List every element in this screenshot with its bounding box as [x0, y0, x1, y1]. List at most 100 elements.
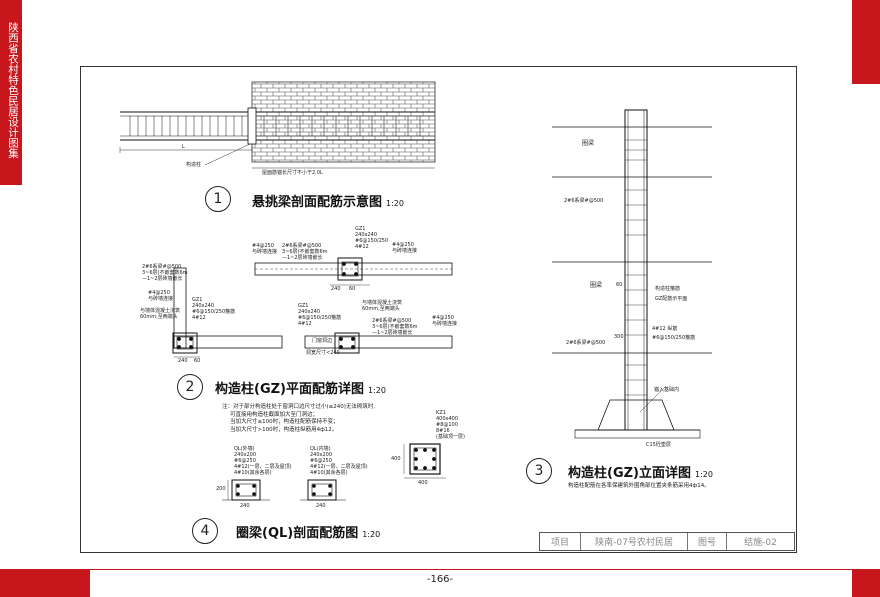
s2-gz-top-3: 4#12 [355, 244, 369, 250]
drawing-sheet [80, 66, 797, 553]
s4-ql-a-4: 4#10(其余各层) [234, 470, 272, 476]
s3-ring-label: 圈梁 [582, 140, 595, 147]
s4-ql-a-label: QL(外墙) 240x200 #6@250 4#12(一层、二层及屋顶) 4#1… [234, 446, 292, 476]
s2-left-c-0: 与墙体混凝土浇筑 [140, 308, 181, 314]
s2-left-bars-0: 2#6系梁#@500 [142, 264, 182, 270]
s2-gz-left-0: GZ1 [192, 297, 203, 303]
s4-dim-240-b: 240 [316, 503, 326, 509]
s2-bars-a-0: 2#6系梁#@500 [282, 243, 322, 249]
s3-lj-label: 4#12 纵筋 [652, 326, 678, 332]
s2-gz-top-label: GZ1 240x240 #6@150/250 4#12 [355, 226, 388, 250]
corner-block-bottom-right [852, 569, 880, 597]
s2-dim-240-top: 240 [331, 286, 341, 292]
s2-dim-60-top: 60 [349, 286, 356, 292]
s3-dim-300: 300 [614, 334, 624, 340]
s2-left-c-label: 与墙体混凝土浇筑 60mm,至两端头 [140, 308, 180, 320]
s4-ql-a-1: 240x200 [234, 452, 257, 458]
s4-kz-1: 400x400 [436, 416, 459, 422]
corner-block-bottom-left [0, 569, 90, 597]
s4-ql-b-4: 4#10(其余各层) [310, 470, 348, 476]
s2-bars-a-label: 2#6系梁#@500 3~6层(不嵌套数6m —1~2层砖墙嵌长 [282, 243, 328, 261]
tb-project-value: 陕南-07号农村民居 [581, 533, 688, 550]
s2-gz-mid-label: GZ1 240x240 #6@150/250箍筋 4#12 [298, 303, 341, 327]
section4-number: 4 [192, 518, 218, 544]
section2-scale: 1:20 [367, 386, 386, 395]
section3-number: 3 [526, 458, 552, 484]
s2-door-label: 门窗洞边 [312, 338, 333, 344]
section1-drawing [119, 81, 436, 169]
s2-bars-a-2: —1~2层砖墙嵌长 [282, 255, 323, 261]
section2-title-text: 构造柱(GZ)平面配筋详图 [215, 382, 364, 397]
s3-bar-a-label: 2#6系梁#@500 [564, 198, 604, 204]
s4-ql-b-2: #6@250 [310, 458, 332, 464]
s3-base-label: C15砼垫层 [646, 442, 671, 448]
section3-scale: 1:20 [694, 470, 713, 479]
section1-number: 1 [205, 186, 231, 212]
s4-ql-b-label: QL(内墙) 240x200 #6@250 4#12(一层、二层及屋顶) 4#1… [310, 446, 368, 476]
s2-gz-left-3: 4#12 [192, 315, 206, 321]
s2-gz-top-1: 240x240 [355, 232, 378, 238]
tb-project-label: 项目 [540, 533, 581, 550]
corner-block-top-right [852, 0, 880, 84]
s2-bars-b2-1: 与砖墙连接 [392, 248, 418, 254]
s2-bars-b2-label: #4@250 与砖墙连接 [392, 242, 417, 254]
s2-mid-c-label: 与墙体混凝土浇筑 60mm,至两端头 [362, 300, 402, 312]
s2-note: 注：对于部分构造柱处于窗洞口边尺寸过小(≤240)无法砌筑时, 可直接用构造柱截… [222, 404, 412, 434]
s2-mid-a-label: 2#6系梁#@500 3~6层(不嵌套数6m —1~2层砖墙嵌长 [372, 318, 418, 336]
s2-opening-label: 洞宽尺寸<240 [306, 350, 340, 356]
s2-left-bars-2: —1~2层砖墙嵌长 [142, 276, 183, 282]
s2-bars-b-1: 与砖墙连接 [252, 249, 278, 255]
s2-bars-b2-0: #4@250 [392, 242, 414, 248]
section4-drawing [222, 443, 446, 501]
tb-drawing-value: 结施-02 [744, 538, 777, 548]
s1-column-label: 构造柱 [186, 162, 202, 168]
section2-drawing [172, 257, 453, 358]
s3-anchor-label: 锚入基础内 [654, 387, 680, 393]
s2-dim-240-left: 240 [178, 358, 188, 364]
s3-gj-label: #6@150/250箍筋 [652, 335, 696, 341]
s2-note-line-2: 当加大尺寸≤100时，构造柱配筋保持不变； [230, 419, 339, 425]
s4-ql-b-3: 4#12(一层、二层及屋顶) [310, 464, 368, 470]
s4-kz-0: KZ1 [436, 410, 446, 416]
s2-left-b-label: #4@250 与砖墙连接 [148, 290, 173, 302]
s2-bars-b-label: #4@250 与砖墙连接 [252, 243, 277, 255]
section4-scale: 1:20 [362, 530, 381, 539]
s2-left-b-1: 与砖墙连接 [148, 296, 174, 302]
section1-scale: 1:20 [386, 199, 404, 208]
s2-mid-b-0: #4@250 [432, 315, 454, 321]
tb-drawing-label: 图号 [688, 533, 727, 550]
s4-kz-label: KZ1 400x400 #8@100 8#16 (基础顶一层) [436, 410, 465, 440]
s2-mid-a-2: —1~2层砖墙嵌长 [372, 330, 413, 336]
s4-ql-a-3: 4#12(一层、二层及屋顶) [234, 464, 292, 470]
s3-gz-label: GZ配筋示平面 [655, 296, 688, 302]
s2-gz-mid-0: GZ1 [298, 303, 309, 309]
s2-note-line-1: 可直接用构造柱截面加大至门洞边； [230, 411, 319, 418]
s2-gz-top-2: #6@150/250 [355, 238, 389, 244]
s2-dim-60-left: 60 [194, 358, 201, 364]
s2-left-c-1: 60mm,至两端头 [140, 314, 178, 320]
s2-gz-mid-1: 240x240 [298, 309, 321, 315]
s2-gz-left-2: #6@150/250箍筋 [192, 309, 236, 315]
s4-kz-2: #8@100 [436, 422, 458, 428]
s4-ql-a-0: QL(外墙) [234, 446, 255, 452]
section2-number: 2 [177, 374, 203, 400]
s4-kz-3: 8#16 [436, 428, 450, 434]
s2-gz-top-0: GZ1 [355, 226, 366, 232]
s2-bars-b-0: #4@250 [252, 243, 274, 249]
page-number: -166- [426, 574, 454, 585]
section1-title-text: 悬挑梁剖面配筋示意图 [252, 195, 383, 210]
s4-ql-a-2: #6@250 [234, 458, 256, 464]
s2-gz-mid-3: 4#12 [298, 321, 312, 327]
s3-ql-label: 圈梁 [590, 282, 603, 289]
title-block: 项目 陕南-07号农村民居 图号 结施-02 [539, 532, 795, 551]
s2-left-bars-label: 2#6系梁#@500 3~6层(不嵌套数6m —1~2层砖墙嵌长 [142, 264, 188, 282]
s2-mid-a-0: 2#6系梁#@500 [372, 318, 412, 324]
s4-dim-400-v: 400 [391, 456, 401, 462]
section3-title-text: 构造柱(GZ)立面详图 [568, 466, 691, 481]
s2-mid-b-1: 与砖墙连接 [432, 321, 458, 327]
